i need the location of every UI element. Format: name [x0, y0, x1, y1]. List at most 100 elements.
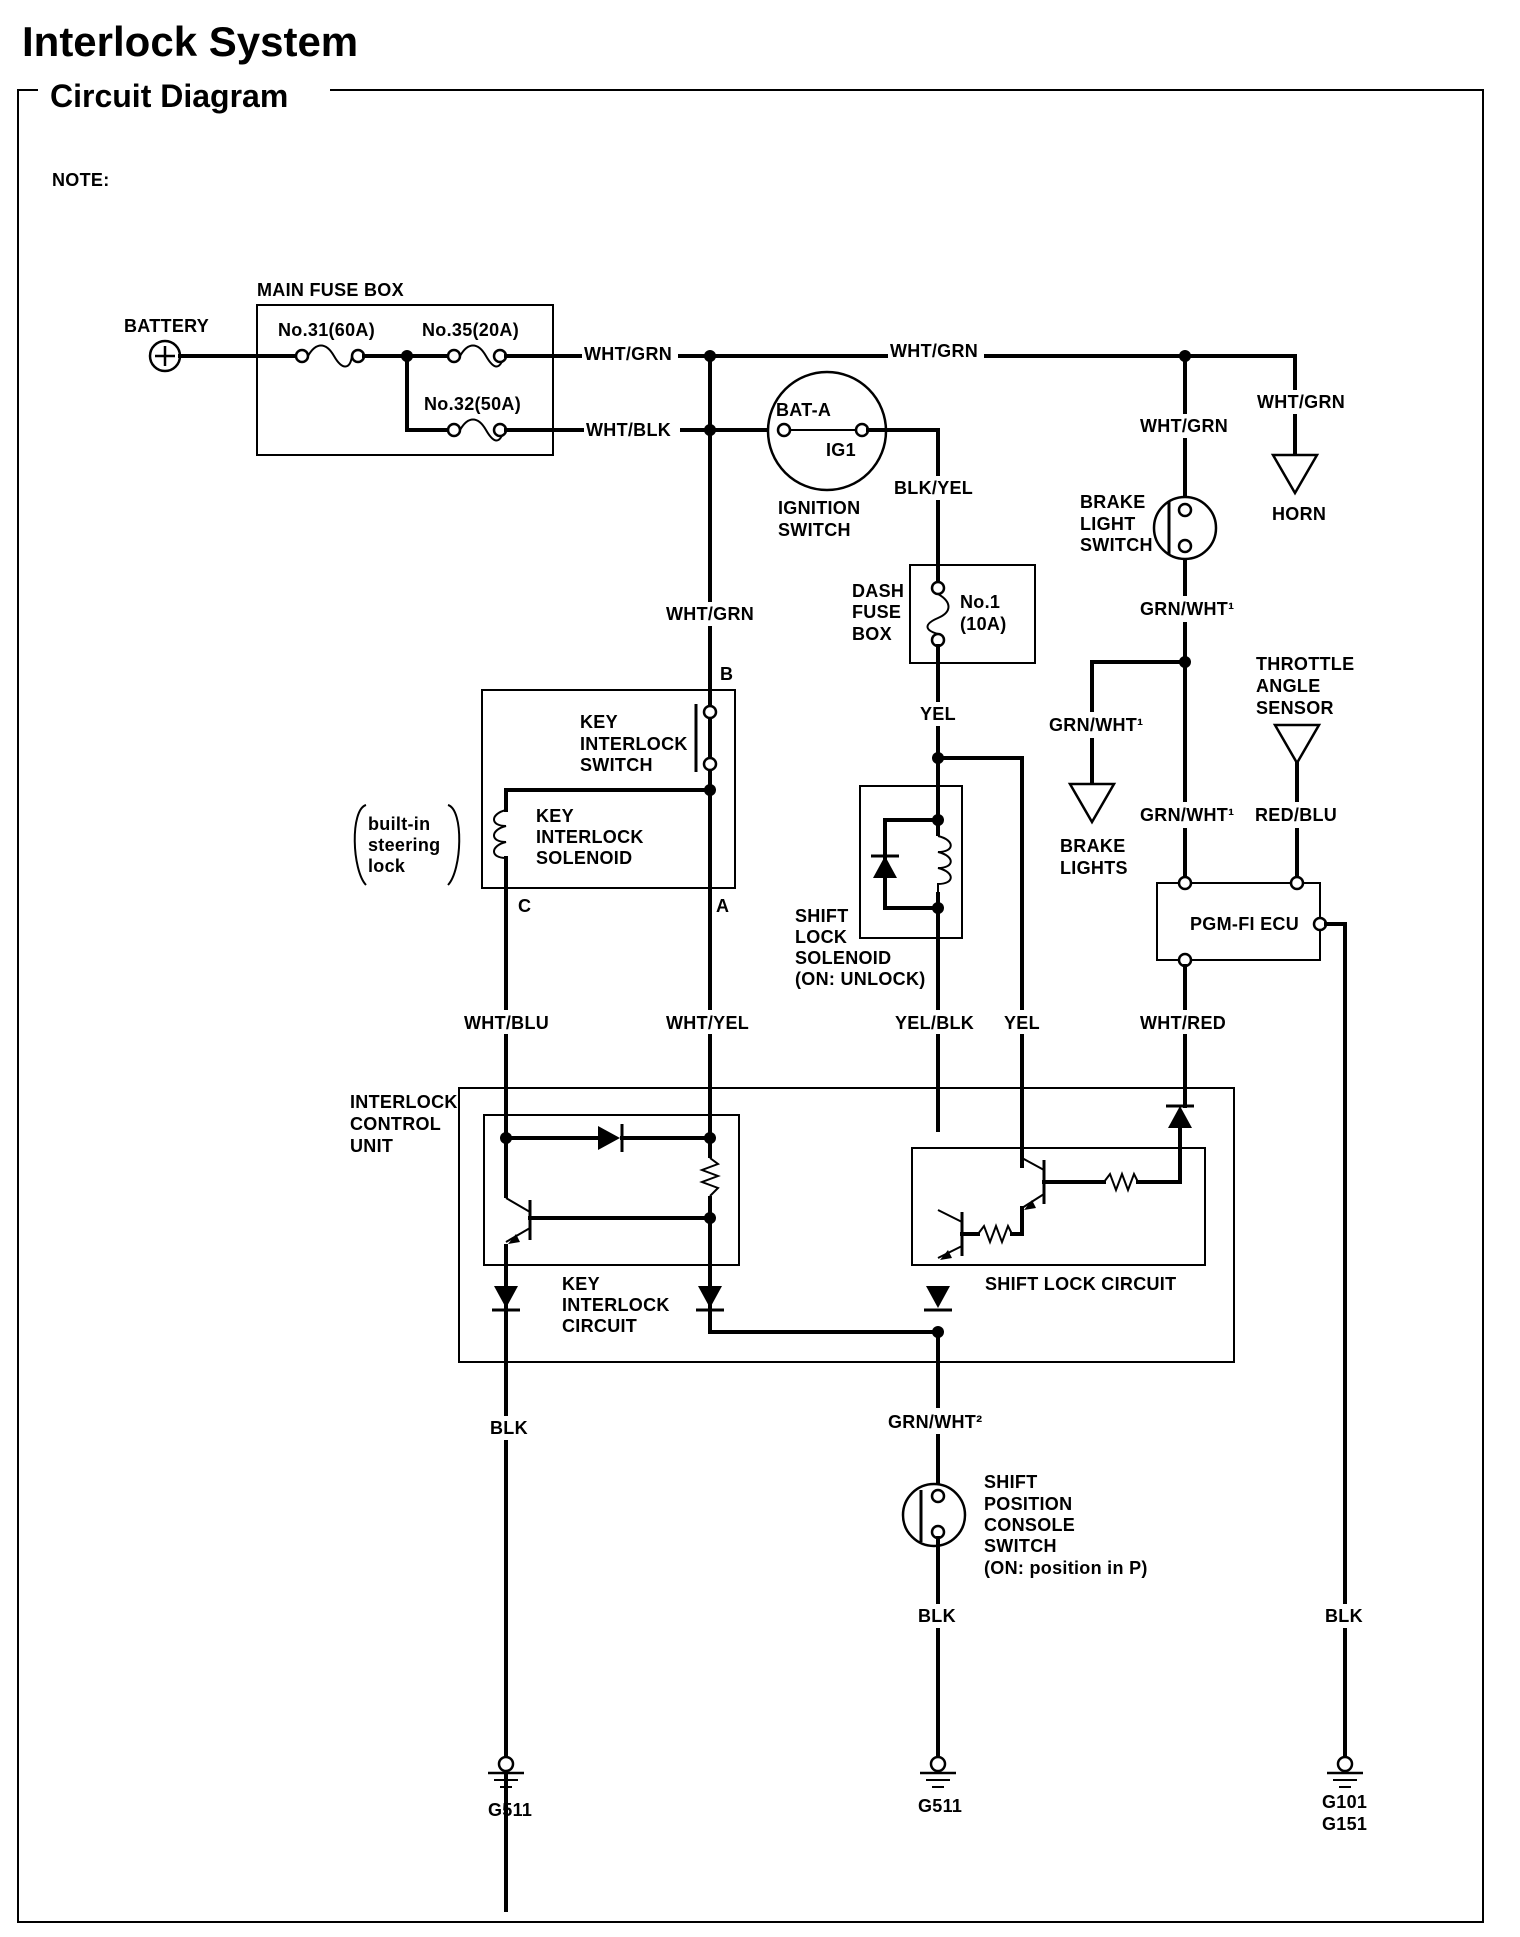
note-label: NOTE:: [52, 170, 110, 190]
fuse-35-label: No.35(20A): [422, 320, 519, 340]
wire-label-wht-grn-5: WHT/GRN: [1257, 392, 1345, 412]
shift-circuit-resistor-1-icon: [977, 1223, 1013, 1245]
shift-lock-solenoid-label-3: SOLENOID: [795, 948, 891, 968]
fuse-no1-label-1: No.1: [960, 592, 1000, 612]
shift-position-switch-label-5: (ON: position in P): [984, 1558, 1148, 1578]
steering-lock-bracket-left: [353, 804, 367, 886]
steering-lock-label-1: built-in: [368, 814, 430, 834]
wire-label-blk-yel: BLK/YEL: [894, 478, 973, 498]
throttle-sensor-icon: [1272, 723, 1322, 766]
section-title: Circuit Diagram: [50, 78, 288, 114]
shift-lock-circuit-label: SHIFT LOCK CIRCUIT: [985, 1274, 1176, 1294]
key-interlock-switch-label-1: KEY: [580, 712, 618, 732]
shift-position-switch-label-1: SHIFT: [984, 1472, 1038, 1492]
key-interlock-solenoid-label-1: KEY: [536, 806, 574, 826]
wire-label-blk-center: BLK: [918, 1606, 956, 1626]
key-interlock-solenoid-coil-icon: [493, 788, 508, 890]
key-interlock-switch-label-2: INTERLOCK: [580, 734, 688, 754]
wire-label-grn-wht2: GRN/WHT²: [888, 1412, 982, 1432]
key-interlock-circuit-box: [483, 1114, 740, 1266]
ignition-switch-label-2: SWITCH: [778, 520, 851, 540]
wire-label-yel-blk: YEL/BLK: [895, 1013, 974, 1033]
key-circuit-transistor-icon: [500, 1197, 532, 1244]
terminal-c-label: C: [518, 896, 531, 916]
wire-label-wht-blu: WHT/BLU: [464, 1013, 549, 1033]
ground-left-icon: [488, 1755, 524, 1788]
wire-label-wht-grn-4: WHT/GRN: [1140, 416, 1228, 436]
shift-position-switch-icon: [901, 1482, 967, 1548]
shift-lock-circuit-box: [911, 1147, 1206, 1266]
key-interlock-switch-label-3: SWITCH: [580, 755, 653, 775]
dash-fuse-box-label-3: BOX: [852, 624, 892, 644]
key-interlock-box: [481, 689, 736, 889]
brake-lights-ground-icon: [1067, 782, 1117, 825]
fuse-32-icon: [446, 418, 508, 442]
ignition-bat-label: BAT-A: [776, 400, 831, 420]
shift-position-switch-label-2: POSITION: [984, 1494, 1072, 1514]
battery-icon: [148, 339, 182, 373]
diagram-frame: [17, 89, 1484, 1923]
wire-label-yel-1: YEL: [920, 704, 956, 724]
brake-light-switch-label-2: LIGHT: [1080, 514, 1136, 534]
wire-label-blk-right: BLK: [1325, 1606, 1363, 1626]
main-fuse-box: [256, 304, 554, 456]
fuse-31-icon: [294, 344, 366, 368]
fuse-35-icon: [446, 344, 508, 368]
terminal-a-label: A: [716, 896, 729, 916]
ignition-switch-label-1: IGNITION: [778, 498, 860, 518]
throttle-sensor-label-2: ANGLE: [1256, 676, 1321, 696]
key-interlock-circuit-label-2: INTERLOCK: [562, 1295, 670, 1315]
shift-lock-solenoid-label-2: LOCK: [795, 927, 847, 947]
wire-label-grn-wht1-1: GRN/WHT¹: [1140, 599, 1234, 619]
brake-lights-label-1: BRAKE: [1060, 836, 1126, 856]
fuse-32-label: No.32(50A): [424, 394, 521, 414]
wire-label-blk-left: BLK: [490, 1418, 528, 1438]
ground-right-icon: [1327, 1755, 1363, 1788]
wire-label-wht-blk: WHT/BLK: [586, 420, 671, 440]
icu-input-diode-icon: [1166, 1104, 1194, 1128]
brake-light-switch-label-3: SWITCH: [1080, 535, 1153, 555]
key-interlock-solenoid-label-2: INTERLOCK: [536, 827, 644, 847]
icu-label-1: INTERLOCK: [350, 1092, 458, 1112]
fuse-no1-icon: [926, 580, 950, 648]
icu-output-diode-3-icon: [924, 1286, 952, 1312]
key-interlock-circuit-label-3: CIRCUIT: [562, 1316, 637, 1336]
wire-label-yel-2: YEL: [1004, 1013, 1040, 1033]
battery-label: BATTERY: [124, 316, 209, 336]
icu-output-diode-2-icon: [696, 1286, 724, 1312]
wire-label-grn-wht1-2: GRN/WHT¹: [1049, 715, 1143, 735]
wire-label-wht-yel: WHT/YEL: [666, 1013, 749, 1033]
fuse-31-label: No.31(60A): [278, 320, 375, 340]
icu-output-diode-1-icon: [492, 1286, 520, 1312]
dash-fuse-box: [909, 564, 1036, 664]
shift-position-switch-label-4: SWITCH: [984, 1536, 1057, 1556]
ground-right-label-1: G101: [1322, 1792, 1367, 1812]
key-circuit-diode-icon: [598, 1124, 624, 1152]
ground-center-label: G511: [918, 1796, 962, 1816]
key-interlock-circuit-label-1: KEY: [562, 1274, 600, 1294]
main-fuse-box-label: MAIN FUSE BOX: [257, 280, 404, 300]
brake-light-switch-label-1: BRAKE: [1080, 492, 1146, 512]
shift-lock-diode-icon: [871, 854, 899, 878]
throttle-sensor-label-3: SENSOR: [1256, 698, 1334, 718]
wire-label-grn-wht1-3: GRN/WHT¹: [1140, 805, 1234, 825]
ground-left-label: G511: [488, 1800, 532, 1820]
key-interlock-switch-icon: [694, 704, 718, 772]
fuse-no1-label-2: (10A): [960, 614, 1007, 634]
dash-fuse-box-label-1: DASH: [852, 581, 904, 601]
dash-fuse-box-label-2: FUSE: [852, 602, 901, 622]
shift-lock-solenoid-box: [859, 785, 963, 939]
steering-lock-bracket-right: [447, 804, 461, 886]
horn-icon: [1270, 453, 1320, 496]
brake-light-switch-icon: [1152, 495, 1218, 561]
horn-label: HORN: [1272, 504, 1326, 524]
key-circuit-resistor-icon: [699, 1157, 721, 1197]
pgm-fi-ecu-label: PGM-FI ECU: [1190, 914, 1299, 934]
icu-label-3: UNIT: [350, 1136, 393, 1156]
icu-label-2: CONTROL: [350, 1114, 441, 1134]
wire-label-wht-grn-1: WHT/GRN: [584, 344, 672, 364]
shift-lock-solenoid-label-1: SHIFT: [795, 906, 849, 926]
ignition-ig1-label: IG1: [826, 440, 856, 460]
